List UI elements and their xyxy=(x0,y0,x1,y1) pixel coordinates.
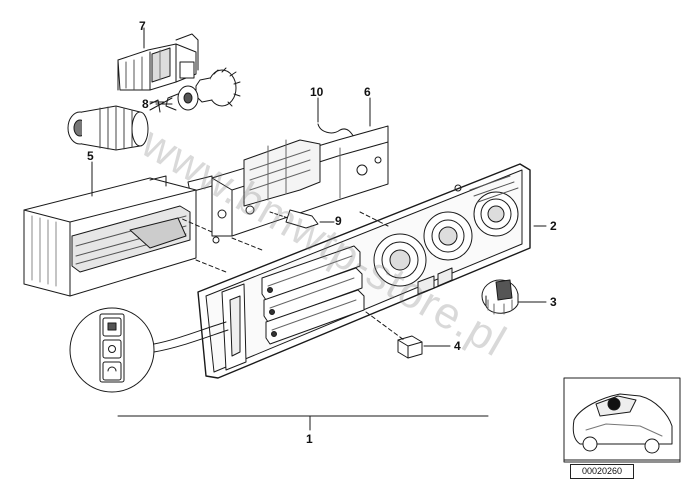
part-8-rotary-switches xyxy=(67,67,241,151)
part-6-bracket xyxy=(187,97,389,244)
callout-4: 4 xyxy=(454,339,461,353)
callout-10: 10 xyxy=(310,85,324,99)
vehicle-location-thumbnail xyxy=(563,377,681,463)
part-4-button-cap xyxy=(397,335,423,359)
callout-7: 7 xyxy=(139,19,146,33)
diagram-code-label: 00020260 xyxy=(570,464,634,479)
part-1-faceplate xyxy=(197,163,531,379)
part-9-bulb xyxy=(269,209,331,229)
detail-button-strip xyxy=(69,307,229,393)
part-5-housing xyxy=(23,161,197,297)
leader-lines xyxy=(117,103,547,431)
callout-2: 2 xyxy=(550,219,557,233)
callout-5: 5 xyxy=(87,149,94,163)
callout-9: 9 xyxy=(335,214,342,228)
part-10-wire xyxy=(317,97,357,141)
callout-6: 6 xyxy=(364,85,371,99)
part-7-actuator xyxy=(117,27,199,91)
callout-3: 3 xyxy=(550,295,557,309)
part-3-knob xyxy=(481,279,519,315)
callout-8: 8 xyxy=(142,97,149,111)
callout-1: 1 xyxy=(306,432,313,446)
